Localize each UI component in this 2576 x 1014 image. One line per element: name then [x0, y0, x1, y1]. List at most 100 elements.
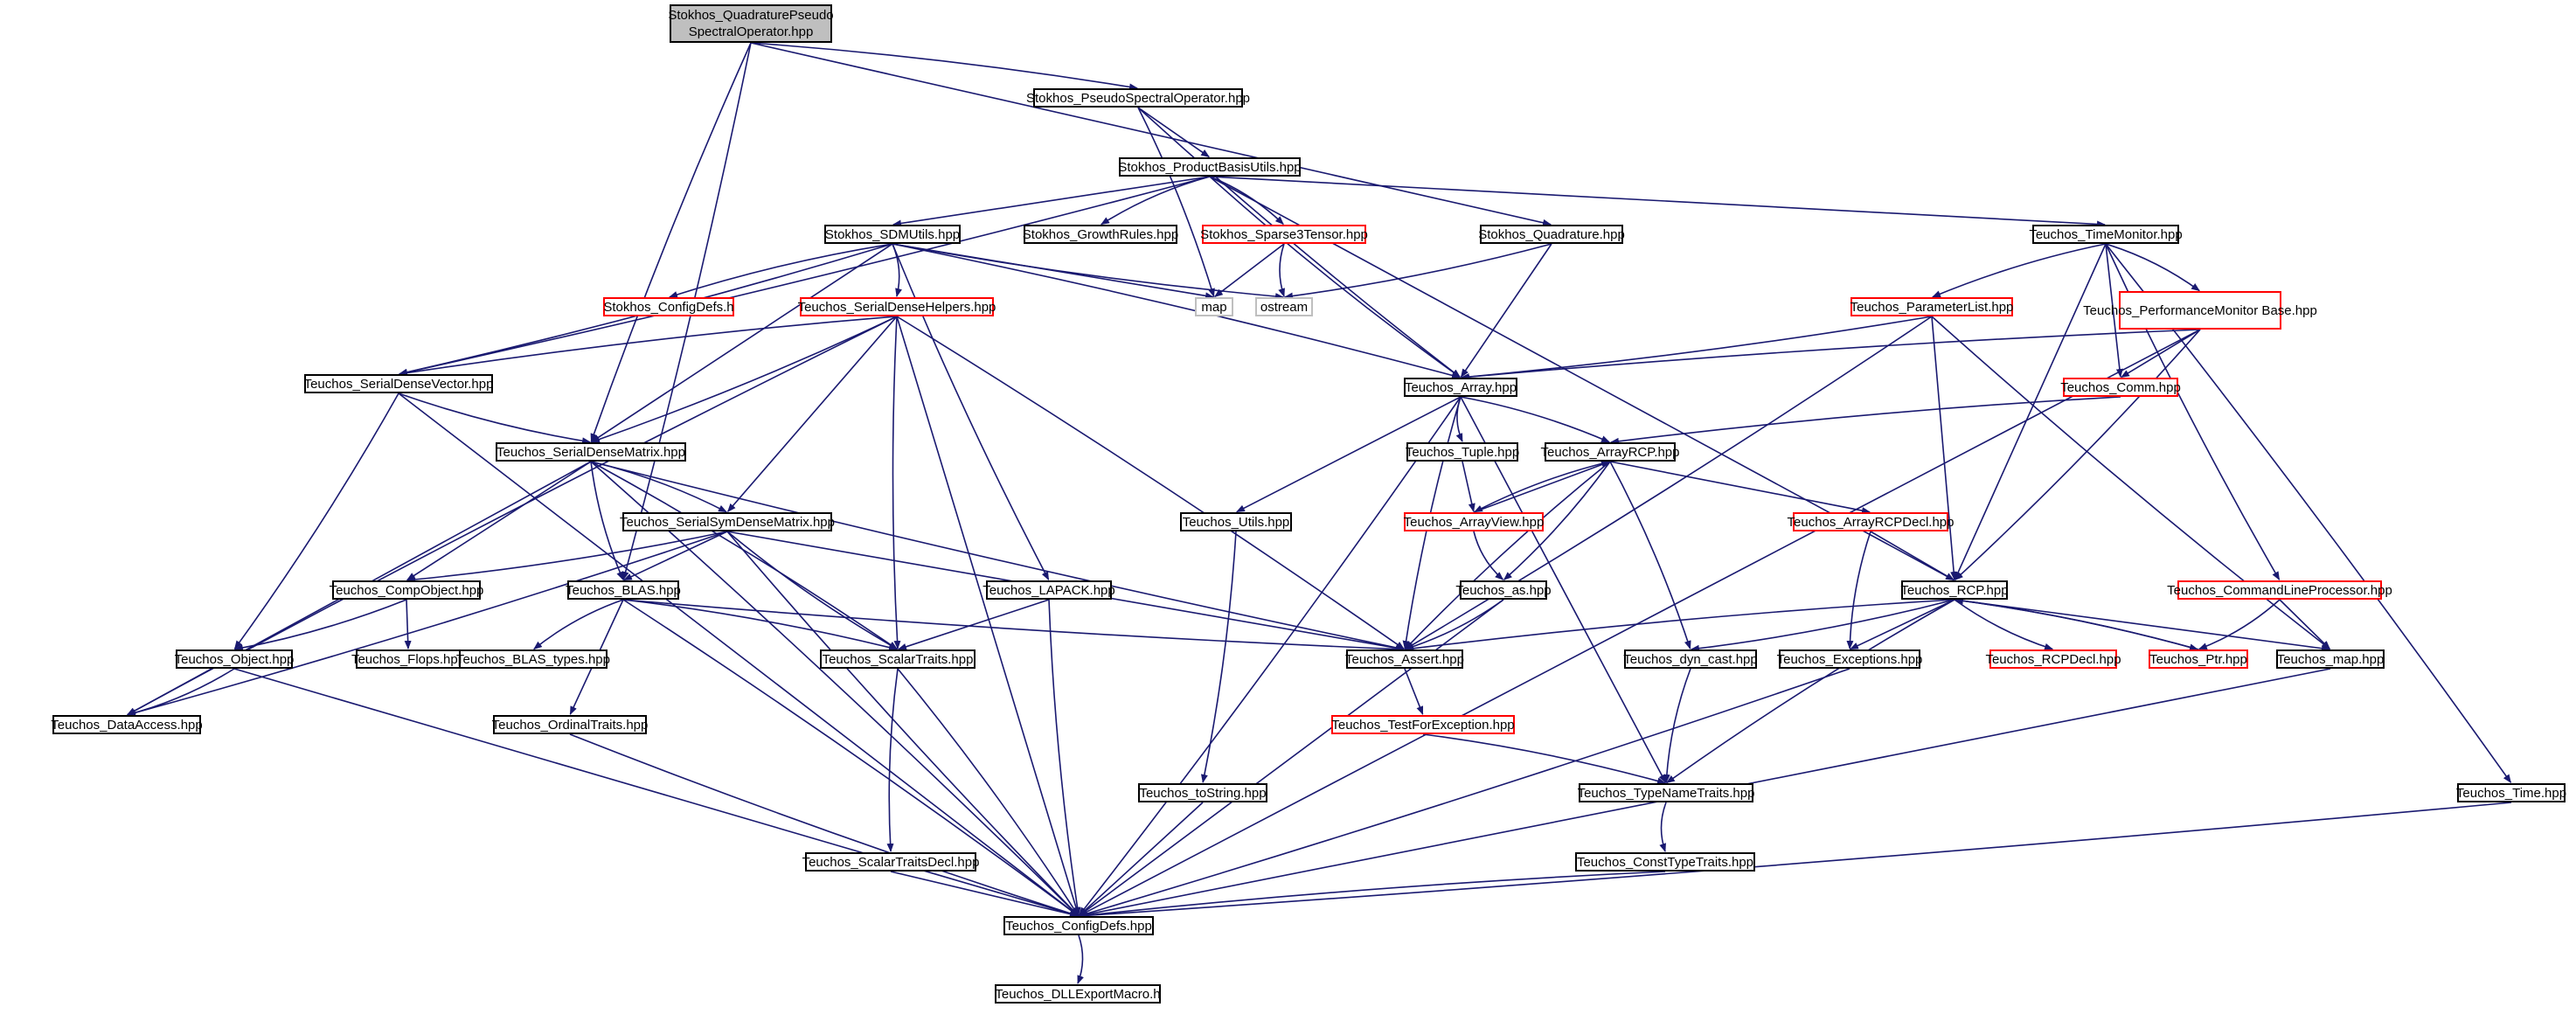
edge-sdm-to-lapack	[892, 243, 1050, 580]
node-scd[interactable]: Stokhos_ConfigDefs.h	[603, 297, 734, 316]
edge-array-to-arcp	[1460, 396, 1610, 443]
node-sdh[interactable]: Teuchos_SerialDenseHelpers.hpp	[798, 297, 996, 316]
edge-pso-to-pbu	[1137, 107, 1211, 158]
edge-sdh-to-cfg	[896, 316, 1080, 916]
edge-tm-to-pmb	[2105, 243, 2200, 292]
edge-clp-to-tmap	[2279, 599, 2331, 649]
node-rcpd[interactable]: Teuchos_RCPDecl.hpp	[1985, 649, 2121, 669]
edge-tostr-to-cfg	[1079, 802, 1204, 916]
node-as[interactable]: Teuchos_as.hpp	[1455, 580, 1552, 600]
edge-exc-to-cfg	[1078, 668, 1850, 917]
edge-rcp-to-tmap	[1954, 599, 2331, 652]
node-sdm[interactable]: Stokhos_SDMUtils.hpp	[824, 225, 961, 244]
edge-utils-to-tostr	[1200, 531, 1237, 783]
node-blas[interactable]: Teuchos_BLAS.hpp	[566, 580, 681, 600]
node-arcpd[interactable]: Teuchos_ArrayRCPDecl.hpp	[1788, 512, 1954, 531]
edge-st-to-cfg	[897, 668, 1080, 917]
edge-sdmat-to-ssdm	[590, 461, 727, 513]
edge-sdm-to-array	[892, 243, 1461, 379]
node-rcp[interactable]: Teuchos_RCP.hpp	[1900, 580, 2009, 600]
edge-pbu-to-sdv	[398, 176, 1211, 376]
node-pbu[interactable]: Stokhos_ProductBasisUtils.hpp	[1118, 157, 1302, 177]
edge-lapack-to-cfg	[1048, 599, 1081, 916]
edge-tnt-to-ctt	[1659, 802, 1667, 852]
edge-rcp-to-tnt	[1666, 599, 1955, 784]
node-tostr[interactable]: Teuchos_toString.hpp	[1138, 783, 1267, 802]
edge-pbu-to-sdm	[892, 176, 1211, 227]
node-aview[interactable]: Teuchos_ArrayView.hpp	[1404, 512, 1544, 531]
edge-as-to-cfg	[1078, 599, 1504, 917]
edge-aview-to-as	[1473, 531, 1504, 580]
node-utils[interactable]: Teuchos_Utils.hpp	[1180, 512, 1292, 531]
edge-sdm-to-ostream	[892, 243, 1285, 301]
edge-pmb-to-cfg	[1079, 329, 2201, 917]
node-cfg[interactable]: Teuchos_ConfigDefs.hpp	[1003, 916, 1154, 935]
edge-root-to-sdmat	[590, 42, 752, 443]
edge-quad-to-array	[1460, 243, 1552, 379]
node-exc[interactable]: Teuchos_Exceptions.hpp	[1777, 649, 1922, 669]
node-flops[interactable]: Teuchos_Flops.hpp	[351, 649, 465, 669]
edge-arcp-to-arcpd	[1609, 461, 1871, 515]
node-ssdm[interactable]: Teuchos_SerialSymDenseMatrix.hpp	[620, 512, 835, 531]
node-tmap[interactable]: Teuchos_map.hpp	[2276, 649, 2385, 669]
edge-array-to-tuple	[1455, 396, 1463, 442]
edge-sdmat-to-assert	[590, 461, 1406, 651]
edge-tm-to-clp	[2105, 243, 2281, 580]
node-comm[interactable]: Teuchos_Comm.hpp	[2060, 378, 2181, 397]
node-ostream: ostream	[1255, 297, 1313, 316]
node-ot[interactable]: Teuchos_OrdinalTraits.hpp	[492, 715, 648, 734]
node-sdmat[interactable]: Teuchos_SerialDenseMatrix.hpp	[496, 442, 686, 462]
edge-arcp-to-aview	[1474, 461, 1611, 513]
edge-ssdm-to-cfg	[726, 531, 1080, 916]
edge-ssdm-to-st	[726, 531, 899, 650]
node-pmb[interactable]: Teuchos_PerformanceMonitor Base.hpp	[2083, 291, 2317, 330]
node-tnt[interactable]: Teuchos_TypeNameTraits.hpp	[1578, 783, 1754, 802]
edge-arcp-to-as	[1503, 461, 1611, 580]
node-sdv[interactable]: Teuchos_SerialDenseVector.hpp	[304, 374, 493, 393]
node-clp[interactable]: Teuchos_CommandLineProcessor.hpp	[2167, 580, 2392, 600]
node-time[interactable]: Teuchos_Time.hpp	[2456, 783, 2566, 802]
node-tfe[interactable]: Teuchos_TestForException.hpp	[1331, 715, 1515, 734]
node-array[interactable]: Teuchos_Array.hpp	[1404, 378, 1517, 397]
edge-ssdm-to-blas	[623, 531, 728, 581]
node-arcp[interactable]: Teuchos_ArrayRCP.hpp	[1541, 442, 1680, 462]
node-root[interactable]: Stokhos_QuadraturePseudo SpectralOperato…	[668, 4, 834, 43]
edge-co-to-obj	[233, 599, 407, 652]
node-pso[interactable]: Stokhos_PseudoSpectralOperator.hpp	[1026, 88, 1250, 108]
edge-rcp-to-rcpd	[1954, 599, 2054, 650]
node-blast[interactable]: Teuchos_BLAS_types.hpp	[456, 649, 610, 669]
edge-arcp-to-dyn	[1609, 461, 1691, 650]
node-ctt[interactable]: Teuchos_ConstTypeTraits.hpp	[1575, 852, 1755, 872]
node-pl[interactable]: Teuchos_ParameterList.hpp	[1850, 297, 2013, 316]
edge-co-to-flops	[404, 599, 412, 650]
node-dll[interactable]: Teuchos_DLLExportMacro.h	[995, 984, 1161, 1004]
edge-assert-to-tfe	[1404, 668, 1424, 715]
edge-rcp-to-exc	[1849, 599, 1955, 650]
edge-pl-to-assert	[1404, 316, 1933, 650]
node-st[interactable]: Teuchos_ScalarTraits.hpp	[820, 649, 976, 669]
edge-sdv-to-cfg	[398, 392, 1080, 917]
node-quad[interactable]: Stokhos_Quadrature.hpp	[1478, 225, 1625, 244]
edge-array-to-utils	[1236, 396, 1462, 513]
node-co[interactable]: Teuchos_CompObject.hpp	[330, 580, 483, 600]
edge-pbu-to-array	[1209, 176, 1462, 379]
node-obj[interactable]: Teuchos_Object.hpp	[175, 649, 294, 669]
node-lapack[interactable]: Teuchos_LAPACK.hpp	[982, 580, 1115, 600]
node-stdecl[interactable]: Teuchos_ScalarTraitsDecl.hpp	[802, 852, 979, 872]
node-ptr[interactable]: Teuchos_Ptr.hpp	[2149, 649, 2248, 669]
node-s3t[interactable]: Stokhos_Sparse3Tensor.hpp	[1200, 225, 1368, 244]
node-tm[interactable]: Teuchos_TimeMonitor.hpp	[2029, 225, 2183, 244]
edge-tm-to-rcp	[1954, 243, 2107, 581]
edge-sdv-to-sdmat	[398, 392, 592, 445]
edge-quad-to-ostream	[1283, 243, 1552, 300]
node-gr[interactable]: Stokhos_GrowthRules.hpp	[1023, 225, 1178, 244]
edge-ssdm-to-da	[126, 531, 728, 717]
node-dyn[interactable]: Teuchos_dyn_cast.hpp	[1623, 649, 1758, 669]
node-assert[interactable]: Teuchos_Assert.hpp	[1345, 649, 1464, 669]
edge-sdv-to-obj	[233, 392, 399, 649]
node-tuple[interactable]: Teuchos_Tuple.hpp	[1406, 442, 1519, 462]
node-da[interactable]: Teuchos_DataAccess.hpp	[51, 715, 203, 734]
edge-cfg-to-dll	[1077, 934, 1084, 984]
edge-sdmat-to-co	[406, 461, 592, 581]
